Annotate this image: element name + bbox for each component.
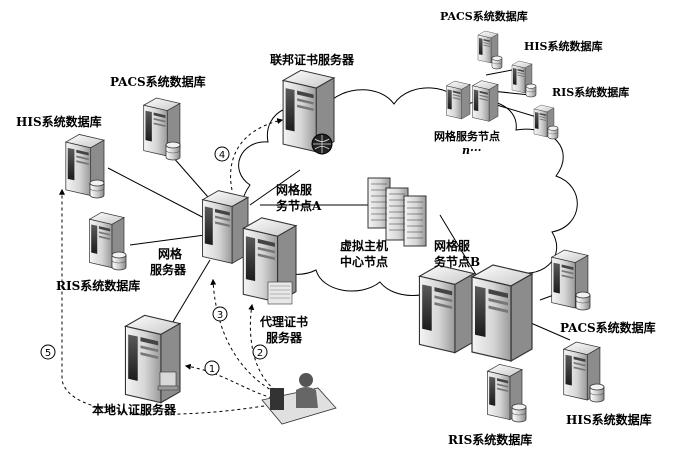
step-3: 3 bbox=[212, 306, 228, 322]
his-left-server-icon bbox=[65, 133, 105, 199]
svg-text:5: 5 bbox=[45, 348, 51, 359]
svg-text:2: 2 bbox=[257, 348, 263, 359]
his-left-label: HIS系统数据库 bbox=[16, 114, 102, 129]
his-right-label: HIS系统数据库 bbox=[566, 412, 652, 427]
ris-right-server-icon bbox=[487, 363, 527, 423]
virtual-host-icon bbox=[367, 177, 427, 247]
step-5: 5 bbox=[40, 344, 56, 360]
virtual-host-label-2: 中心节点 bbox=[340, 254, 388, 269]
grid-server-icon bbox=[201, 189, 249, 265]
fed-cert-server-label: 联邦证书服务器 bbox=[270, 52, 355, 67]
step-1: 1 bbox=[204, 360, 220, 376]
grid-node-n-suffix: n··· bbox=[462, 144, 482, 157]
ris-top-label: RIS系统数据库 bbox=[552, 85, 629, 99]
local-auth-label: 本地认证服务器 bbox=[92, 402, 177, 417]
node-a-label-1: 网格服 bbox=[276, 182, 313, 197]
grid-node-n-label: 网格服务节点 bbox=[434, 129, 500, 143]
flow-arrows bbox=[59, 118, 284, 415]
grid-node-b-icon bbox=[418, 264, 533, 362]
proxy-cert-label-2: 服务器 bbox=[266, 330, 303, 345]
pacs-top-label: PACS系统数据库 bbox=[440, 9, 528, 23]
step-2: 2 bbox=[252, 344, 268, 360]
local-auth-server-icon bbox=[124, 314, 181, 404]
node-b-label-1: 网格服 bbox=[434, 238, 471, 253]
step-markers: 1 2 3 4 5 bbox=[40, 146, 268, 376]
pacs-left-label: PACS系统数据库 bbox=[110, 74, 206, 89]
grid-server-label-1: 网格 bbox=[158, 246, 183, 261]
ris-left-label: RIS系统数据库 bbox=[56, 278, 140, 293]
his-right-server-icon bbox=[563, 341, 605, 403]
pacs-right-server-icon bbox=[551, 249, 591, 311]
ris-right-label: RIS系统数据库 bbox=[448, 432, 532, 447]
user-workstation-icon bbox=[261, 373, 337, 425]
svg-text:3: 3 bbox=[217, 310, 223, 321]
proxy-cert-label-1: 代理证书 bbox=[259, 314, 308, 329]
step-4: 4 bbox=[214, 146, 230, 162]
grid-server-label-2: 服务器 bbox=[150, 262, 187, 277]
node-a-label-2: 务节点A bbox=[276, 198, 322, 213]
svg-text:4: 4 bbox=[219, 150, 225, 161]
pacs-left-server-icon bbox=[143, 97, 181, 161]
ris-left-server-icon bbox=[89, 211, 127, 271]
his-top-server-icon bbox=[511, 60, 537, 98]
proxy-cert-server-icon bbox=[242, 217, 297, 305]
svg-text:1: 1 bbox=[209, 364, 215, 375]
ris-top-server-icon bbox=[533, 104, 559, 140]
pacs-top-server-icon bbox=[477, 30, 503, 70]
his-top-label: HIS系统数据库 bbox=[524, 39, 602, 53]
pacs-right-label: PACS系统数据库 bbox=[560, 320, 656, 335]
virtual-host-label-1: 虚拟主机 bbox=[340, 238, 388, 253]
fed-cert-server-icon bbox=[282, 69, 335, 155]
node-b-label-2: 务节点B bbox=[434, 254, 480, 269]
